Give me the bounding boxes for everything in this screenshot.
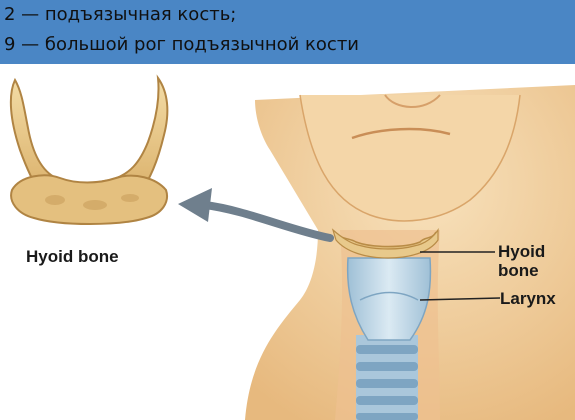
caption-line-hyoid-bone: 2 — подъязычная кость; bbox=[4, 4, 237, 25]
trachea bbox=[356, 335, 418, 420]
larynx-cartilage bbox=[346, 257, 432, 341]
curved-arrow-icon bbox=[178, 188, 334, 242]
hyoid-bone-isolated bbox=[9, 74, 169, 225]
head-and-neck bbox=[245, 85, 575, 420]
label-larynx: Larynx bbox=[500, 289, 556, 308]
label-hyoid-bone-isolated: Hyoid bone bbox=[26, 247, 119, 266]
caption-banner: 2 — подъязычная кость; 9 — большой рог п… bbox=[0, 0, 575, 64]
label-hyoid-neck-line1: Hyoid bbox=[498, 242, 546, 261]
larynx-leader-line bbox=[419, 297, 501, 301]
caption-line-greater-horn: 9 — большой рог подъязычной кости bbox=[4, 34, 359, 55]
label-hyoid-neck-line2: bone bbox=[498, 261, 539, 280]
